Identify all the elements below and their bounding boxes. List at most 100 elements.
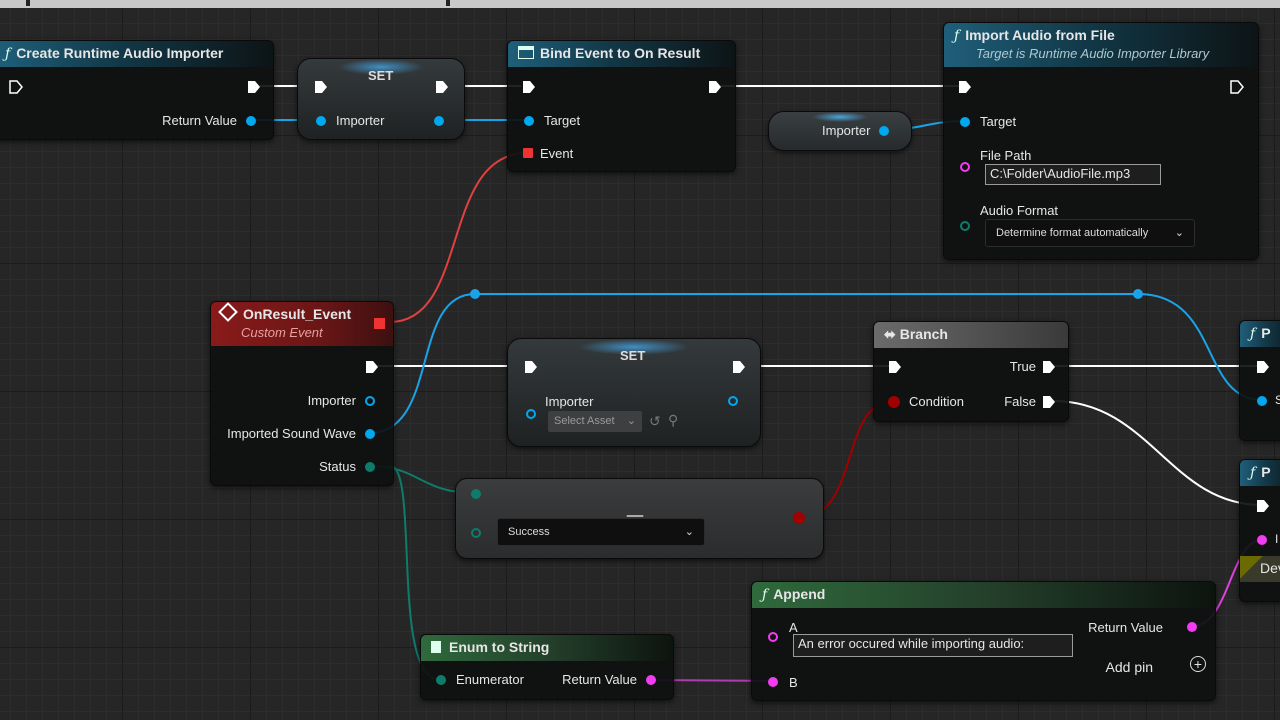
node-title: P [1261, 464, 1271, 480]
a-input[interactable]: An error occured while importing audio: [793, 634, 1073, 657]
status-out-pin[interactable] [365, 462, 375, 472]
exec-in-pin-icon[interactable] [524, 360, 538, 374]
print-node-partial-2[interactable]: ƒP I Dev [1239, 459, 1280, 602]
file-path-pin[interactable] [960, 162, 970, 172]
enumerator-pin[interactable] [436, 675, 446, 685]
set-importer-node[interactable]: SET Importer [297, 58, 465, 140]
chevron-down-icon: ⌄ [684, 526, 694, 538]
false-label: False [1004, 394, 1036, 409]
object-wire [368, 293, 1263, 434]
set-importer-node-2[interactable]: SET Importer Select Asset ⌄ ↺ ⚲ [507, 338, 761, 447]
document-icon [431, 641, 441, 653]
enum-a-pin[interactable] [471, 489, 481, 499]
function-icon: ƒ [1250, 465, 1256, 481]
exec-out-pin-icon[interactable] [435, 80, 449, 94]
return-value-label: Return Value [1088, 620, 1163, 635]
exec-in-pin-icon[interactable] [314, 80, 328, 94]
exec-out-pin-icon[interactable] [732, 360, 746, 374]
enum-to-string-node[interactable]: Enum to String Enumerator Return Value [420, 634, 674, 700]
node-title: Create Runtime Audio Importer [16, 45, 224, 61]
target-pin[interactable] [960, 117, 970, 127]
bind-event-node[interactable]: Bind Event to On Result Target Event [507, 40, 736, 172]
importer-label: Importer [307, 393, 356, 408]
audio-format-dropdown[interactable]: Determine format automatically ⌄ [985, 219, 1195, 247]
exec-in-pin-icon[interactable] [1256, 360, 1270, 374]
importer-in-pin[interactable] [526, 409, 536, 419]
b-pin[interactable] [768, 677, 778, 687]
enum-b-pin[interactable] [471, 528, 481, 538]
importer-out-pin[interactable] [365, 396, 375, 406]
imported-sound-wave-label: Imported Sound Wave [227, 426, 356, 441]
branch-node[interactable]: ⬌Branch True Condition False [873, 321, 1069, 422]
reroute-node-left [470, 289, 480, 299]
audio-format-pin[interactable] [960, 221, 970, 231]
exec-out-pin-icon[interactable] [1230, 80, 1244, 94]
node-title: Enum to String [449, 639, 550, 655]
result-bool-pin[interactable] [793, 512, 805, 524]
var-glow [811, 112, 869, 122]
event-icon [218, 302, 238, 322]
reroute-node-right [1133, 289, 1143, 299]
return-value-label: Return Value [562, 672, 637, 687]
exec-in-pin-icon[interactable] [522, 80, 536, 94]
false-exec-pin-icon[interactable] [1042, 395, 1056, 409]
return-value-pin[interactable] [646, 675, 656, 685]
return-value-pin[interactable] [246, 116, 256, 126]
node-subtitle: Target is Runtime Audio Importer Library [976, 46, 1210, 61]
enum-value-dropdown[interactable]: Success ⌄ [497, 518, 705, 546]
top-scrollbar[interactable] [0, 0, 1280, 8]
use-asset-icon[interactable]: ↺ [649, 413, 661, 429]
in-string-pin[interactable] [1257, 535, 1267, 545]
set-title: SET [368, 68, 394, 83]
a-pin[interactable] [768, 632, 778, 642]
select-asset-dropdown[interactable]: Select Asset ⌄ [548, 411, 642, 432]
condition-pin[interactable] [888, 396, 900, 408]
return-value-pin[interactable] [1187, 622, 1197, 632]
a-label: A [789, 620, 798, 635]
on-result-event-node[interactable]: OnResult_Event Custom Event Importer Imp… [210, 301, 394, 486]
exec-out-pin-icon[interactable] [365, 360, 379, 374]
node-header: Enum to String [421, 635, 673, 661]
pin-label-i: I [1275, 532, 1279, 546]
importer-label: Importer [336, 113, 385, 128]
importer-in-pin[interactable] [316, 116, 326, 126]
importer-out-pin[interactable] [434, 116, 444, 126]
add-pin-label[interactable]: Add pin [1105, 659, 1153, 675]
sound-wave-out-pin[interactable] [365, 429, 375, 439]
set-title: SET [620, 348, 646, 363]
exec-in-pin-icon[interactable] [1256, 499, 1270, 513]
node-title: P [1261, 325, 1271, 341]
node-title: OnResult_Event [243, 306, 352, 322]
audio-format-label: Audio Format [980, 203, 1059, 218]
file-path-input[interactable]: C:\Folder\AudioFile.mp3 [985, 164, 1161, 185]
set-header-glow [578, 339, 690, 355]
exec-wire [1052, 400, 1263, 506]
node-header: Bind Event to On Result [508, 41, 735, 67]
select-asset-label: Select Asset [554, 415, 615, 427]
branch-icon: ⬌ [884, 326, 896, 342]
node-header: OnResult_Event Custom Event [211, 302, 393, 346]
target-pin[interactable] [1257, 396, 1267, 406]
importer-out-pin[interactable] [728, 396, 738, 406]
exec-in-pin-icon[interactable] [9, 80, 23, 94]
equal-enum-node[interactable]: == Success ⌄ [455, 478, 824, 559]
event-pin[interactable] [523, 148, 533, 158]
target-pin[interactable] [524, 116, 534, 126]
importer-var-pin[interactable] [879, 126, 889, 136]
importer-variable-getter[interactable]: Importer [768, 111, 912, 151]
true-exec-pin-icon[interactable] [1042, 360, 1056, 374]
dev-label: Dev [1260, 560, 1280, 576]
exec-out-pin-icon[interactable] [708, 80, 722, 94]
exec-in-pin-icon[interactable] [958, 80, 972, 94]
exec-in-pin-icon[interactable] [888, 360, 902, 374]
delegate-out-pin[interactable] [374, 318, 385, 329]
browse-asset-icon[interactable]: ⚲ [668, 412, 679, 428]
exec-out-pin-icon[interactable] [247, 80, 261, 94]
add-pin-icon[interactable]: + [1190, 656, 1206, 672]
